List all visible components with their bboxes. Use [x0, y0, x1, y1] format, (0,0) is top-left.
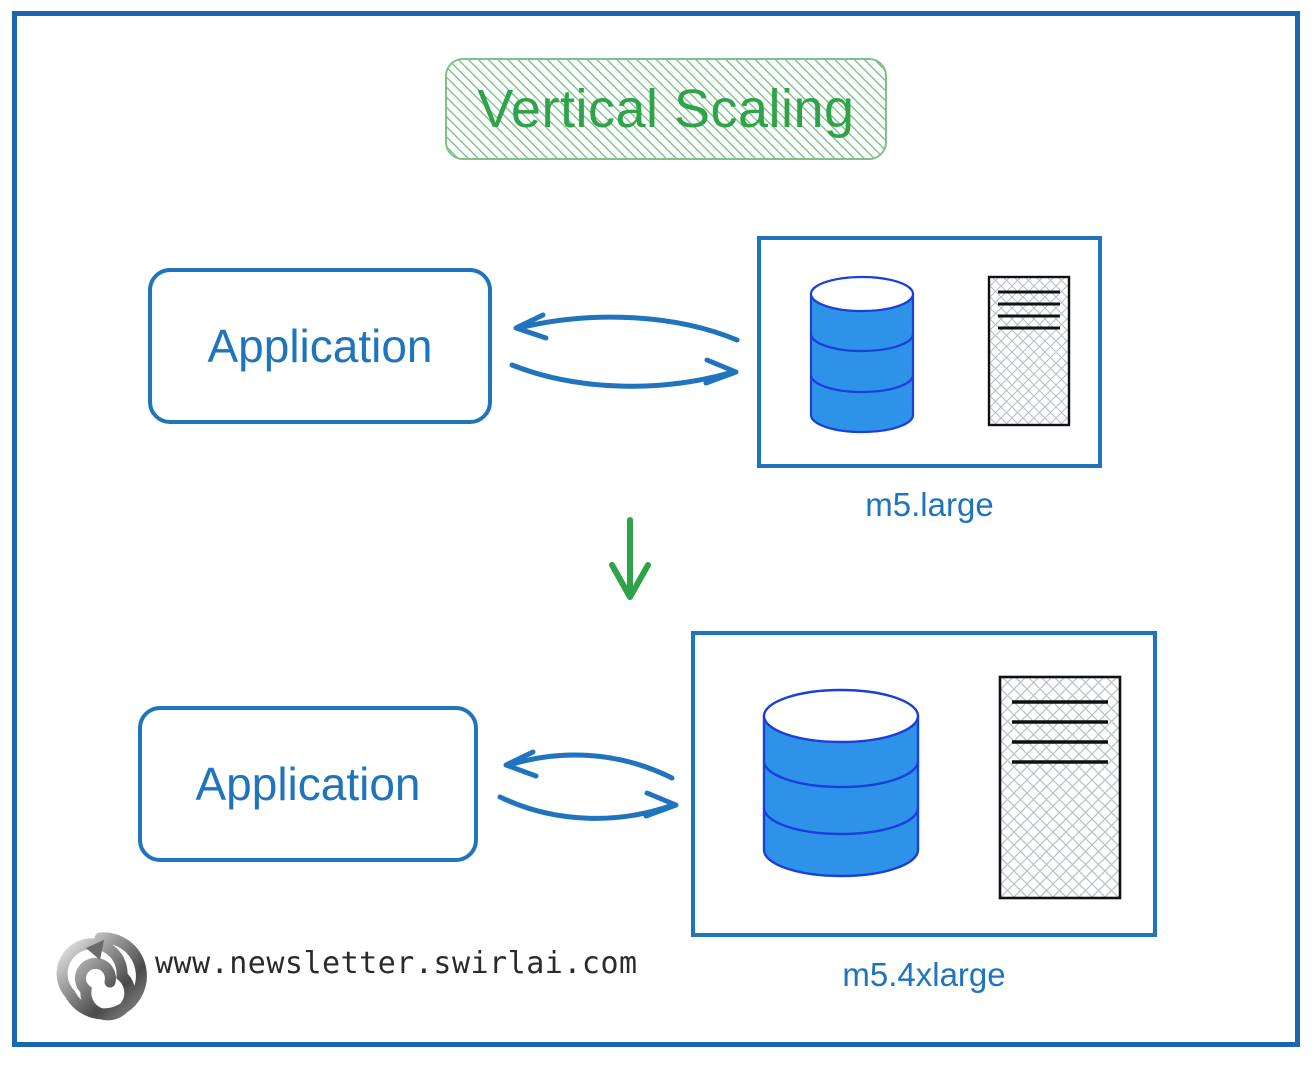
title-banner: Vertical Scaling [445, 58, 887, 160]
logo-spacer [55, 928, 127, 1000]
page-title: Vertical Scaling [477, 79, 855, 139]
application-label: Application [195, 758, 421, 810]
instance-box-after[interactable] [691, 631, 1157, 937]
footer: www.newsletter.swirlai.com [55, 928, 638, 1000]
application-label: Application [207, 320, 433, 372]
instance-box-before[interactable] [757, 236, 1102, 468]
application-box-after[interactable]: Application [138, 706, 478, 862]
instance-label-before: m5.large [865, 486, 994, 523]
application-box-before[interactable]: Application [148, 268, 492, 424]
instance-label-after: m5.4xlarge [842, 956, 1006, 993]
footer-url[interactable]: www.newsletter.swirlai.com [155, 946, 638, 981]
